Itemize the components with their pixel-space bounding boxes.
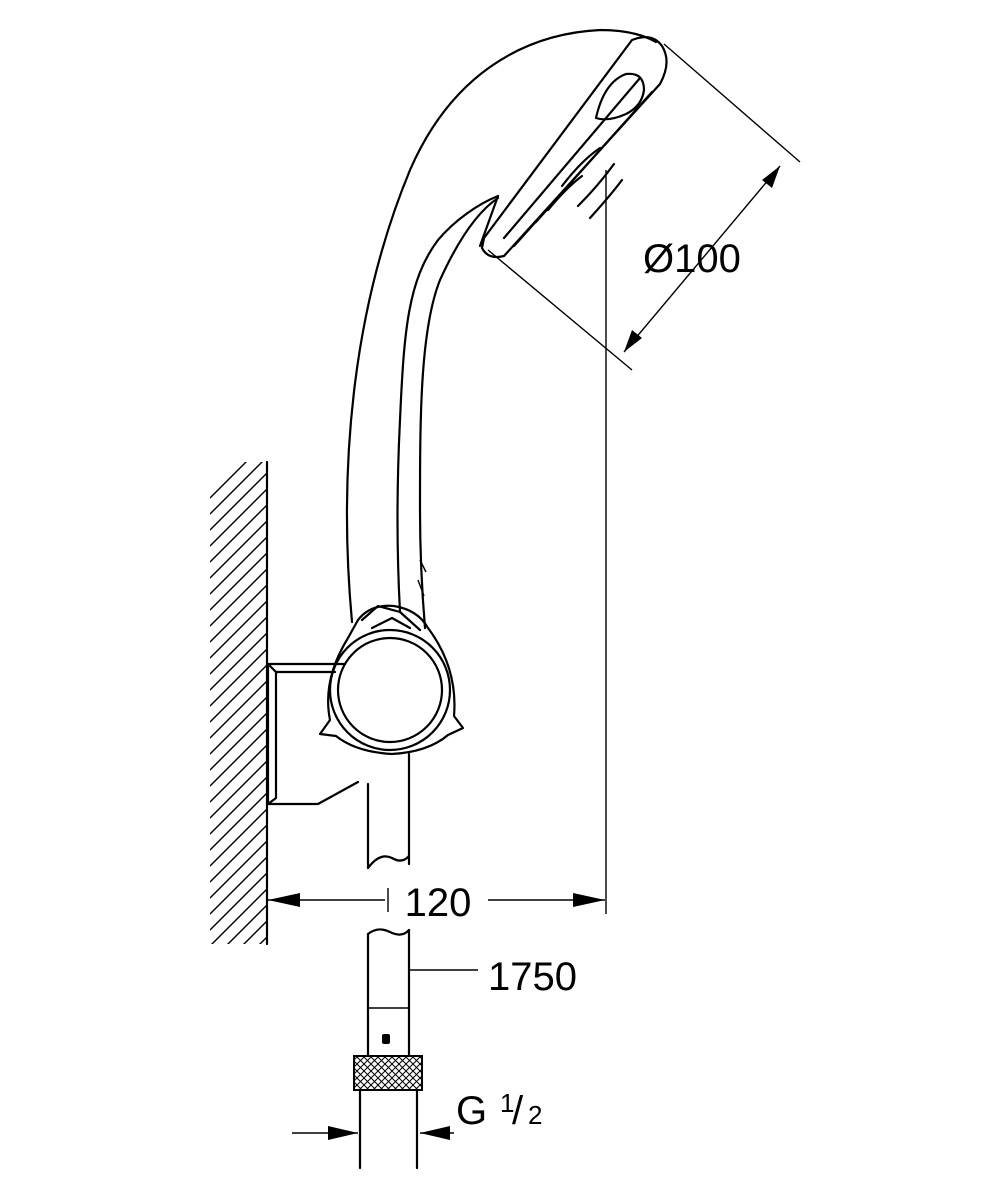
hose-lower xyxy=(366,928,411,1058)
head-diameter-label: Ø100 xyxy=(643,237,741,281)
hatch-line xyxy=(210,583,268,643)
hatch-line xyxy=(210,567,268,627)
hatch-line xyxy=(210,462,247,499)
hose-length-dimension: 1750 xyxy=(409,955,577,999)
thread-denominator: 2 xyxy=(528,1100,542,1130)
hatch-line xyxy=(210,839,268,899)
hatch-line xyxy=(210,807,268,867)
hatch-line xyxy=(210,871,268,931)
hatch-line xyxy=(210,503,268,563)
hatch-line xyxy=(210,647,268,707)
wall-bracket xyxy=(266,662,360,806)
hatch-line xyxy=(243,919,268,944)
hatch-line xyxy=(210,599,268,659)
spray-face xyxy=(480,35,668,259)
hatch-line xyxy=(210,759,268,819)
hatch-line xyxy=(210,679,268,739)
thread-slash: / xyxy=(512,1089,524,1133)
swivel-knob xyxy=(318,604,465,756)
hatch-line xyxy=(210,727,268,787)
hatch-line xyxy=(210,743,268,803)
hatch-line xyxy=(210,551,268,611)
hatch-line xyxy=(210,519,268,579)
hose-length-label: 1750 xyxy=(488,955,577,999)
hatch-line xyxy=(210,615,268,675)
wall xyxy=(210,460,269,1042)
hatch-line xyxy=(210,471,268,531)
hatch-line xyxy=(210,823,268,883)
hatch-line xyxy=(227,903,268,944)
hatch-line xyxy=(210,487,268,547)
hatch-line xyxy=(210,952,268,1010)
hose-nut xyxy=(353,1055,423,1170)
thread-letter: G xyxy=(456,1089,487,1133)
hatch-line xyxy=(210,855,268,915)
hatch-line xyxy=(210,535,268,595)
hose-upper xyxy=(366,752,411,870)
wall-hatching xyxy=(210,462,268,1042)
projection-label: 120 xyxy=(405,881,472,925)
thread-numerator: 1 xyxy=(500,1088,514,1118)
head-diameter-dimension: Ø100 xyxy=(487,43,801,371)
projection-dimension: 120 xyxy=(268,170,607,925)
hatch-line xyxy=(210,968,268,1026)
hatch-line xyxy=(211,887,268,944)
thread-dimension: G 1 / 2 xyxy=(292,1088,542,1140)
hatch-line xyxy=(210,663,268,723)
hatch-line xyxy=(210,791,268,851)
hatch-line xyxy=(210,711,268,771)
hatch-line xyxy=(259,935,268,944)
hatch-line xyxy=(210,984,268,1042)
hatch-line xyxy=(210,695,268,755)
hatch-line xyxy=(210,462,263,515)
hatch-line xyxy=(210,775,268,835)
hatch-line xyxy=(210,631,268,691)
